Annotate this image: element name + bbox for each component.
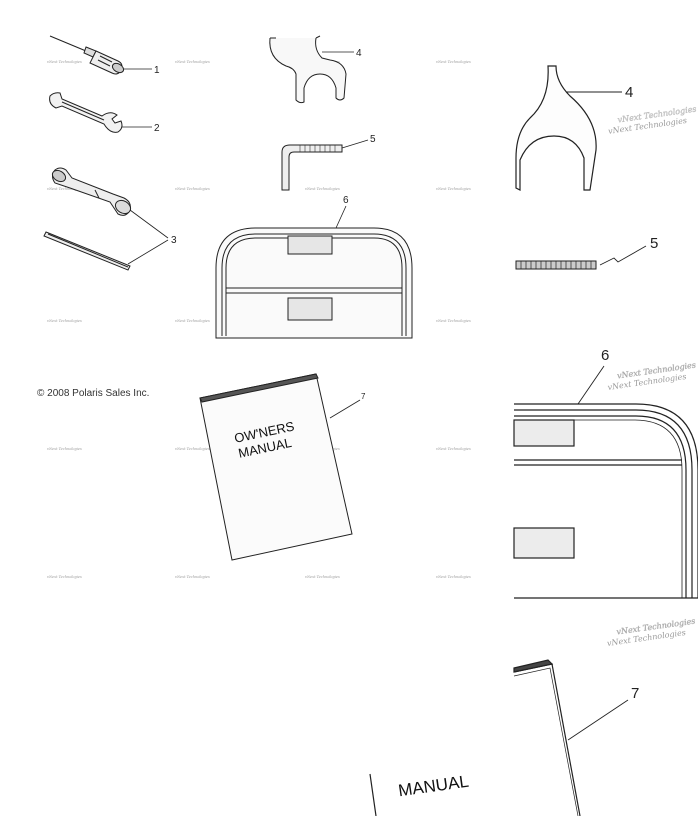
zoom-callout-5: 5 <box>650 235 658 252</box>
watermark: vNext Technologies <box>175 319 210 323</box>
leader-line <box>599 245 647 266</box>
watermark: vNext Technologies <box>305 575 340 579</box>
open-end-wrench-icon <box>49 92 123 133</box>
callout-5: 5 <box>370 134 376 145</box>
callout-3: 3 <box>171 235 177 246</box>
watermark: vNext Technologies <box>436 447 471 451</box>
tool-pouch-icon <box>215 227 413 339</box>
leader-line <box>329 399 361 419</box>
leader-line <box>335 205 347 229</box>
watermark: vNext Technologies <box>175 575 210 579</box>
watermark: vNext Technologies <box>305 187 340 191</box>
spanner-zoom-icon <box>515 65 597 191</box>
owners-manual-zoom-icon: MANUAL <box>369 659 581 816</box>
watermark: vNext Technologies <box>436 187 471 191</box>
watermark: vNext Technologies <box>175 447 210 451</box>
hex-key-icon <box>281 144 343 191</box>
leader-line <box>129 209 169 239</box>
screwdriver-icon <box>49 35 125 75</box>
watermark: vNext Technologies <box>436 319 471 323</box>
watermark: vNext Technologies <box>436 60 471 64</box>
watermark: vNext Technologies <box>47 447 82 451</box>
leader-line <box>577 365 605 405</box>
watermark: vNext Technologies <box>47 187 82 191</box>
copyright-notice: © 2008 Polaris Sales Inc. <box>37 388 150 399</box>
leader-line <box>567 699 629 741</box>
manual-zoom-fragment: MANUAL <box>397 772 470 801</box>
callout-2: 2 <box>154 123 160 134</box>
zoom-callout-7: 7 <box>631 685 639 702</box>
callout-7: 7 <box>361 392 366 401</box>
spark-plug-socket-and-bar-icon <box>43 167 132 271</box>
leader-line <box>127 239 169 265</box>
watermark: vNext Technologies <box>47 60 82 64</box>
tool-pouch-zoom-icon <box>513 403 698 599</box>
watermark: vNext Technologies <box>175 187 210 191</box>
callout-4: 4 <box>356 48 362 59</box>
owners-manual-icon: OW'NERS MANUAL <box>199 373 353 561</box>
watermark: vNext Technologies <box>47 319 82 323</box>
callout-6: 6 <box>343 195 349 206</box>
watermark: vNext Technologies <box>436 575 471 579</box>
zoom-callout-6: 6 <box>601 347 609 364</box>
hex-key-zoom-icon <box>515 260 597 270</box>
leader-line <box>341 139 369 149</box>
spanner-wrench-icon <box>269 35 347 104</box>
callout-1: 1 <box>154 65 160 76</box>
watermark: vNext Technologies <box>47 575 82 579</box>
zoom-callout-4: 4 <box>625 84 633 101</box>
watermark: vNext Technologies <box>175 60 210 64</box>
